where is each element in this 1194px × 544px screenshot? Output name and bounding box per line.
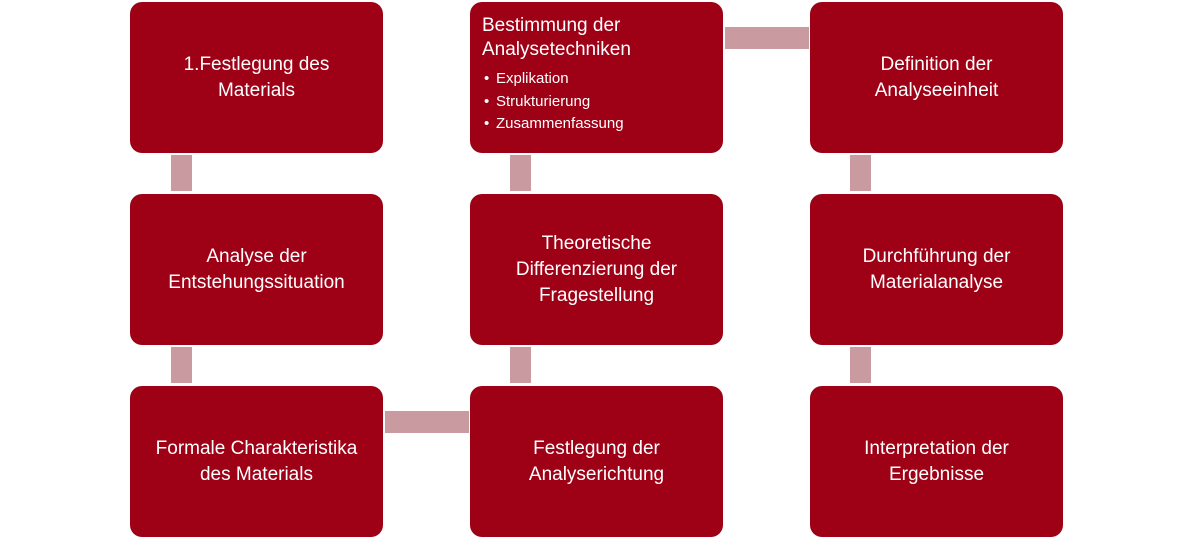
box-formale-charakteristika: Formale Charakteristika des Materials <box>130 386 383 537</box>
connector-horizontal <box>725 27 809 49</box>
box-festlegung-material: 1.Festlegung des Materials <box>130 2 383 153</box>
connector-vertical <box>510 347 531 383</box>
connector-vertical <box>510 155 531 191</box>
bullet-item: Zusammenfassung <box>484 113 624 136</box>
box-durchfuehrung-materialanalyse: Durchführung der Materialanalyse <box>810 194 1063 345</box>
box-label: 1.Festlegung des Materials <box>183 53 330 101</box>
connector-vertical <box>850 155 871 191</box>
bullet-list: Explikation Strukturierung Zusammenfassu… <box>482 68 624 136</box>
box-label: Theoretische Differenzierung der Fragest… <box>515 232 678 306</box>
box-theoretische-differenzierung: Theoretische Differenzierung der Fragest… <box>470 194 723 345</box>
box-bestimmung-analysetechniken: Bestimmung der Analysetechniken Explikat… <box>470 2 723 153</box>
bullet-item: Strukturierung <box>484 91 624 114</box>
connector-vertical <box>171 347 192 383</box>
box-label: Festlegung der Analyserichtung <box>528 437 665 485</box>
box-label: Definition der Analyseeinheit <box>874 53 999 101</box>
connector-horizontal <box>385 411 469 433</box>
box-label: Analyse der Entstehungssituation <box>168 245 345 293</box>
connector-vertical <box>171 155 192 191</box>
box-label: Durchführung der Materialanalyse <box>862 245 1011 293</box>
box-analyse-entstehung: Analyse der Entstehungssituation <box>130 194 383 345</box>
box-label: Interpretation der Ergebnisse <box>864 437 1009 485</box>
bullet-item: Explikation <box>484 68 624 91</box>
box-label: Bestimmung der Analysetechniken <box>482 15 631 60</box>
connector-vertical <box>850 347 871 383</box>
box-festlegung-analyserichtung: Festlegung der Analyserichtung <box>470 386 723 537</box>
box-definition-analyseeinheit: Definition der Analyseeinheit <box>810 2 1063 153</box>
box-label: Formale Charakteristika des Materials <box>155 437 358 485</box>
box-interpretation-ergebnisse: Interpretation der Ergebnisse <box>810 386 1063 537</box>
